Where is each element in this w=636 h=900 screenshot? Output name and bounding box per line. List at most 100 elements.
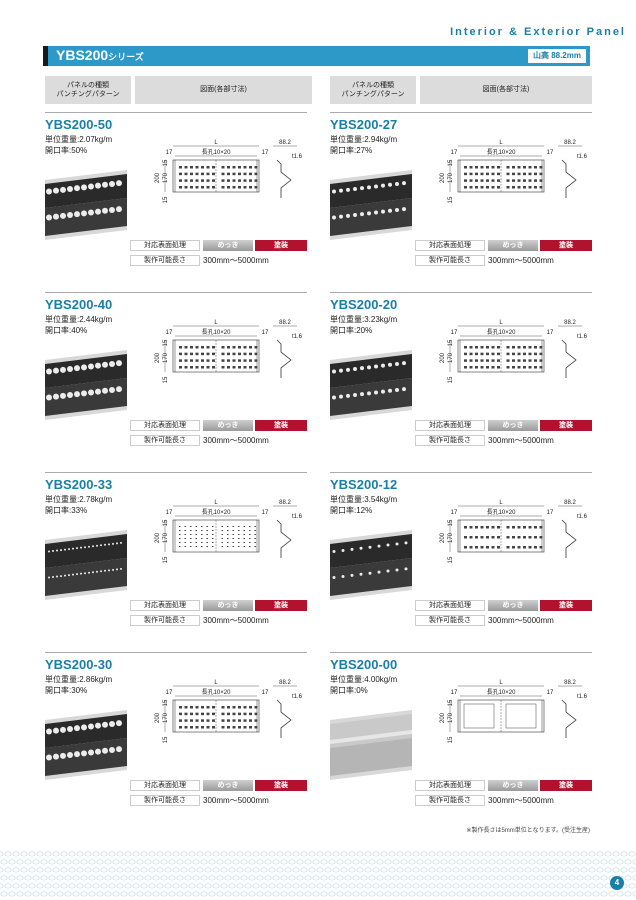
drawing-hole [206, 186, 210, 189]
drawing-hole [179, 186, 182, 189]
decoration-dot [124, 883, 132, 889]
drawing-hole [517, 366, 521, 369]
dim-L: L [499, 320, 503, 326]
decoration-dot [460, 867, 468, 873]
decoration-dot [100, 851, 108, 857]
decoration-dot [356, 851, 364, 857]
decoration-dot [124, 867, 132, 873]
punch-hole [53, 753, 59, 760]
decoration-dot [220, 867, 228, 873]
drawing-hole [184, 179, 188, 182]
drawing-hole [184, 166, 188, 169]
decoration-dot [132, 851, 140, 857]
dim-15-bottom: 15 [163, 376, 169, 383]
decoration-dot [524, 851, 532, 857]
decoration-dot [372, 883, 380, 889]
drawing-hole [243, 186, 247, 189]
drawing-hole [528, 526, 532, 529]
decoration-dot [512, 859, 520, 865]
decoration-dot [524, 883, 532, 889]
drawing-hole [249, 542, 251, 543]
decoration-dot [84, 851, 92, 857]
decoration-dot [516, 883, 524, 889]
decoration-dot [396, 867, 404, 873]
drawing-hole [195, 546, 197, 547]
decoration-dot [160, 859, 168, 865]
drawing-hole [539, 359, 543, 362]
decoration-dot [188, 851, 196, 857]
decoration-dot [184, 859, 192, 865]
decoration-dot [64, 891, 72, 897]
drawing-hole [243, 526, 245, 527]
punch-hole [80, 572, 82, 575]
decoration-dot [248, 859, 256, 865]
drawing-hole [512, 186, 515, 189]
drawing-hole [254, 346, 258, 349]
decoration-dot [440, 891, 448, 897]
drawing-hole [201, 530, 203, 531]
punch-hole [53, 213, 59, 220]
drawing-hole [238, 186, 241, 189]
drawing-hole [475, 179, 478, 182]
drawing-hole [517, 546, 521, 549]
dim-200: 200 [155, 352, 161, 363]
decoration-dot [96, 859, 104, 865]
drawing-hole [195, 172, 199, 176]
drawing-hole [254, 534, 256, 535]
title-bar: YBS200シリーズ 山高 88.2mm [43, 46, 590, 66]
decoration-dot [620, 851, 628, 857]
punch-hole [341, 574, 345, 578]
drawing-hole [528, 536, 532, 539]
punch-hole [381, 363, 385, 368]
decoration-dot [256, 875, 264, 881]
decoration-dot [300, 883, 308, 889]
drawing-hole [249, 538, 251, 539]
drawing-hole [249, 366, 252, 369]
column-header-right: パネルの種類 パンチングパターン 図面(各部寸法) [330, 76, 592, 104]
decoration-dot [404, 883, 412, 889]
decoration-dot [176, 859, 184, 865]
decoration-dot [492, 851, 500, 857]
decoration-dot [100, 883, 108, 889]
drawing-hole [539, 536, 543, 539]
decoration-dot [404, 867, 412, 873]
decoration-dot [348, 867, 356, 873]
drawing-hole [491, 186, 495, 189]
decoration-dot [428, 851, 436, 857]
panel-name: YBS200-30 [45, 657, 113, 672]
panel-name: YBS200-33 [45, 477, 113, 492]
drawing-hole [190, 346, 193, 349]
decoration-dot [500, 851, 508, 857]
punch-hole [367, 211, 371, 216]
decoration-dot [96, 891, 104, 897]
decoration-dot [488, 891, 496, 897]
punch-hole [332, 550, 336, 554]
drawing-hole [249, 166, 252, 169]
decoration-dot [284, 883, 292, 889]
decoration-dot [28, 883, 36, 889]
decoration-dot [216, 891, 224, 897]
punch-hole [84, 572, 86, 575]
decoration-dot [364, 851, 372, 857]
drawing-hole [227, 726, 230, 729]
decoration-dot [68, 883, 76, 889]
punch-hole [88, 183, 94, 190]
drawing-hole [506, 352, 510, 356]
decoration-dot [44, 851, 52, 857]
drawing-hole [227, 346, 230, 349]
drawing-hole [201, 546, 203, 547]
decoration-dot [40, 859, 48, 865]
punch-hole [109, 360, 115, 367]
decoration-dot [268, 851, 276, 857]
drawing-hole [179, 726, 182, 729]
decoration-dot [384, 875, 392, 881]
decoration-dot [68, 867, 76, 873]
unit-weight: 単位重量:3.23kg/m [330, 315, 398, 324]
dim-200: 200 [440, 532, 446, 543]
punch-hole [60, 366, 66, 373]
drawing-hole [212, 546, 214, 547]
drawing-hole [464, 346, 467, 349]
decoration-dot [492, 883, 500, 889]
